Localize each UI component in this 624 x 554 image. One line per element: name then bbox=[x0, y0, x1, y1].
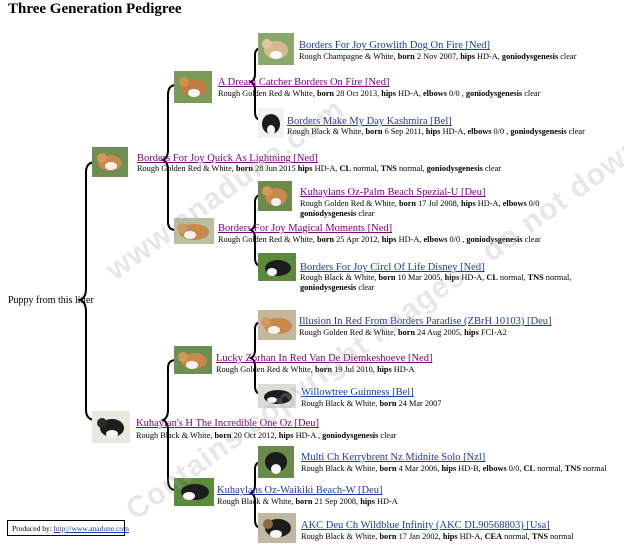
produced-by-label: Produced by: bbox=[12, 524, 52, 533]
brace-sire-dam bbox=[248, 194, 263, 267]
dog-photo-black[interactable] bbox=[92, 411, 130, 443]
dog-details-sire-sire: Rough Golden Red & White, born 28 Oct 20… bbox=[218, 89, 541, 98]
dog-link-sss[interactable]: Borders For Joy Growlith Dog On Fire [Ne… bbox=[299, 40, 491, 51]
produced-by-box: Produced by: http://www.anadune.com bbox=[7, 520, 129, 536]
brace-sire bbox=[160, 84, 177, 231]
dog-link-sds[interactable]: Kuhaylans Oz-Palm Beach Spezial-U [Deu] bbox=[300, 187, 486, 198]
dog-details-sire: Rough Golden Red & White, born 28 Jun 20… bbox=[137, 164, 502, 173]
dog-photo-black[interactable] bbox=[258, 384, 296, 408]
dog-link-dds[interactable]: Multi Ch Kerrybrent Nz Midnite Solo [Nzl… bbox=[301, 452, 486, 463]
brace-sire-sire bbox=[248, 47, 263, 121]
produced-by-link[interactable]: http://www.anadune.com bbox=[53, 524, 130, 533]
brace-dam-dam bbox=[248, 461, 263, 529]
dog-photo-golden[interactable] bbox=[258, 310, 296, 340]
dog-details-sds: Rough Golden Red & White, born 17 Jul 20… bbox=[300, 199, 540, 218]
brace-gen1 bbox=[76, 161, 97, 421]
dog-link-dam[interactable]: Kuhaylan's H The Incredible One Oz [Deu] bbox=[136, 418, 320, 429]
brace-dam bbox=[160, 359, 177, 491]
page-title: Three Generation Pedigree bbox=[8, 1, 182, 17]
dog-link-dam-sire[interactable]: Lucky Zorhan In Red Van De Diemkeshoeve … bbox=[216, 353, 433, 364]
dog-details-sss: Rough Champagne & White, born 2 Nov 2007… bbox=[299, 52, 577, 61]
dog-photo-black[interactable] bbox=[258, 446, 294, 478]
dog-photo-golden[interactable] bbox=[174, 218, 214, 244]
dog-link-ssd[interactable]: Borders Make My Day Kashmira [Bel] bbox=[287, 116, 452, 127]
dog-photo-black[interactable] bbox=[258, 108, 284, 138]
dog-details-ssd: Rough Black & White, born 6 Sep 2011, hi… bbox=[287, 127, 585, 136]
dog-link-ddd[interactable]: AKC Deu Ch Wildblue Infinity (AKC DL9056… bbox=[301, 520, 550, 531]
dog-photo-black[interactable] bbox=[258, 513, 296, 543]
brace-dam-sire bbox=[248, 321, 263, 395]
dog-details-sdd: Rough Black & White, born 10 Mar 2005, h… bbox=[300, 273, 572, 292]
dog-details-dam-sire: Rough Golden Red & White, born 19 Jul 20… bbox=[216, 365, 415, 374]
dog-photo-black[interactable] bbox=[174, 478, 214, 506]
dog-photo-golden[interactable] bbox=[174, 346, 212, 374]
dog-link-sire-dam[interactable]: Borders For Joy Magical Moments [Ned] bbox=[218, 223, 393, 234]
dog-photo-champagne[interactable] bbox=[258, 33, 294, 65]
dog-details-dsd: Rough Black & White, born 24 Mar 2007 bbox=[301, 399, 442, 408]
dog-link-sire[interactable]: Borders For Joy Quick As Lightning [Ned] bbox=[137, 153, 318, 164]
dog-photo-golden[interactable] bbox=[174, 71, 212, 103]
dog-details-dam-dam: Rough Black & White, born 21 Sep 2008, h… bbox=[217, 497, 398, 506]
dog-link-sdd[interactable]: Borders For Joy Circl Of Life Disney [Ne… bbox=[300, 262, 485, 273]
dog-details-sire-dam: Rough Golden Red & White, born 25 Apr 20… bbox=[218, 235, 541, 244]
dog-photo-golden[interactable] bbox=[92, 147, 128, 177]
dog-link-dss[interactable]: Illusion In Red From Borders Paradise (Z… bbox=[299, 316, 552, 327]
dog-details-ddd: Rough Black & White, born 17 Jan 2002, h… bbox=[301, 532, 574, 541]
dog-link-sire-sire[interactable]: A Dream Catcher Borders On Fire [Ned] bbox=[218, 77, 390, 88]
puppy-label: Puppy from this litter bbox=[8, 295, 94, 306]
dog-photo-black[interactable] bbox=[258, 253, 296, 281]
dog-link-dsd[interactable]: Willowtree Guinness [Bel] bbox=[301, 387, 414, 398]
dog-photo-golden[interactable] bbox=[258, 181, 292, 211]
dog-details-dam: Rough Black & White, born 20 Oct 2012, h… bbox=[136, 431, 397, 440]
dog-details-dds: Rough Black & White, born 4 Mar 2006, hi… bbox=[301, 464, 607, 473]
dog-details-dss: Rough Golden Red & White, born 24 Aug 20… bbox=[299, 328, 507, 337]
dog-link-dam-dam[interactable]: Kuhaylans Oz-Waikiki Beach-W [Deu] bbox=[217, 485, 383, 496]
